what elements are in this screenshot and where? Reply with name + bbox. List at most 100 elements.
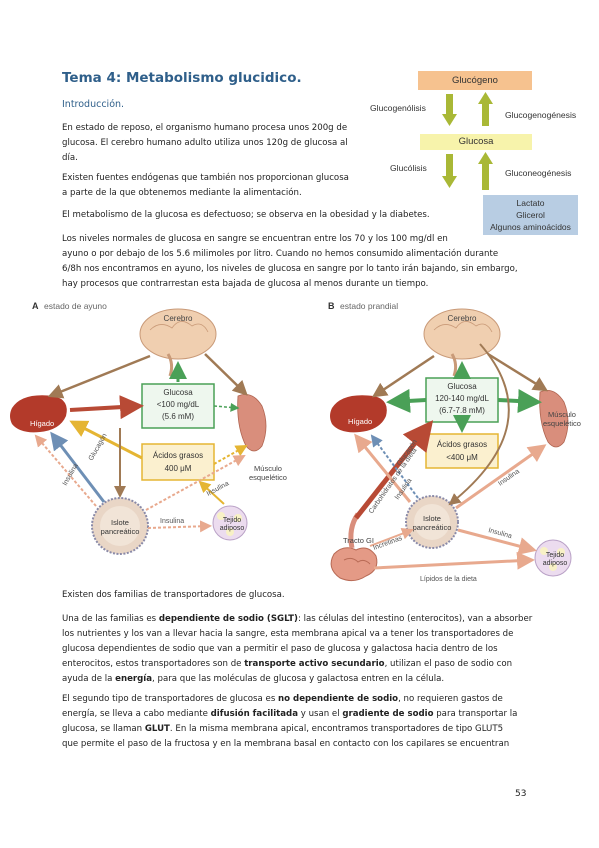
text-line: energía, se lleva a cabo mediante difusi… bbox=[62, 707, 542, 722]
text-run: y usan el bbox=[298, 709, 343, 719]
text-line: ayuno o por debajo de los 5.6 milimoles … bbox=[62, 249, 499, 259]
metabolism-figure: A estado de ayuno Cerebro Hígado Músculo… bbox=[10, 301, 581, 583]
arrow-carbohidratos-b bbox=[354, 420, 434, 520]
arrow-liver-glucose-a bbox=[69, 395, 144, 420]
section-subtitle: Introducción. bbox=[62, 99, 125, 110]
glucose-box-a: Glucosa <100 mg/dL (5.6 mM) bbox=[141, 383, 215, 429]
text-run: enterocitos, estos transportadores son d… bbox=[62, 659, 245, 669]
text-line: enterocitos, estos transportadores son d… bbox=[62, 657, 542, 672]
text-line: hay procesos que contrarrestan esta baja… bbox=[62, 279, 429, 289]
text-line: En estado de reposo, el organismo humano… bbox=[62, 123, 348, 133]
muscle-a: Músculo esquelético bbox=[237, 393, 287, 482]
arrow-glucose-liver-b bbox=[386, 388, 427, 413]
paragraph-glut: El segundo tipo de transportadores de gl… bbox=[62, 692, 542, 752]
text-line: ayuda de la energía, para que las molécu… bbox=[62, 672, 542, 687]
arrow-glucagon-a bbox=[50, 431, 106, 503]
tejido-b-l1: Tejido bbox=[546, 552, 564, 559]
bold-run: transporte activo secundario bbox=[244, 659, 385, 669]
lactato-box: Lactato Glicerol Algunos aminoácidos bbox=[483, 195, 578, 235]
arrow-glucagon-b bbox=[370, 434, 419, 499]
muscle-b: Músculo esquelético bbox=[539, 389, 581, 448]
fatty-a-l2: 400 μM bbox=[165, 464, 192, 473]
arrow-brain-liver-b bbox=[371, 354, 435, 398]
musculo-label-a-1: Músculo bbox=[254, 464, 282, 473]
bold-run: energía bbox=[115, 674, 153, 684]
panel-b: B estado prandial Cerebro Hígado Músculo… bbox=[328, 301, 581, 583]
glucolisis-label: Glucólisis bbox=[390, 163, 427, 173]
text-run: energía, se lleva a cabo mediante bbox=[62, 709, 211, 719]
incretinas-label: Incretinas bbox=[372, 535, 403, 552]
text-run: Una de las familias es bbox=[62, 614, 159, 624]
fatty-a-l1: Ácidos grasos bbox=[153, 451, 203, 460]
arrow-insulin-muscle-a bbox=[145, 455, 246, 511]
text-line: glucosa dependientes de sodio que van a … bbox=[62, 644, 498, 654]
bold-run: dependiente de sodio (SGLT) bbox=[158, 614, 298, 624]
text-line: Existen fuentes endógenas que también no… bbox=[62, 173, 349, 183]
arrow-brain-muscle-a bbox=[204, 353, 248, 396]
tracto-gi-label: Tracto GI bbox=[343, 536, 374, 545]
islote-a-l2: pancreático bbox=[101, 527, 140, 536]
gluconeogenesis-label: Gluconeogénesis bbox=[505, 168, 572, 178]
text-line: 6/8h nos encontramos en ayuno, los nivel… bbox=[62, 264, 518, 274]
text-line: a parte de la que obtenemos mediante la … bbox=[62, 188, 302, 198]
arrow-lipidos-b bbox=[373, 551, 535, 570]
insulina-label-a-3: Insulina bbox=[206, 480, 231, 498]
page-title: Tema 4: Metabolismo glucidico. bbox=[62, 70, 302, 86]
pathway-arrows bbox=[442, 92, 493, 190]
arrow-fatty-muscle-a bbox=[213, 445, 248, 465]
arrow-up-gluconeogenesis bbox=[478, 152, 493, 190]
lipidos-label: Lípidos de la dieta bbox=[420, 576, 477, 583]
glucogenolisis-label: Glucogenólisis bbox=[370, 103, 426, 113]
liver-a: Hígado bbox=[10, 395, 67, 433]
arrow-up-glucogenogenesis bbox=[478, 92, 493, 126]
islote-b-l2: pancreático bbox=[413, 523, 452, 532]
arrow-insulin-adipose-a bbox=[147, 520, 212, 533]
islote-b-l1: Islote bbox=[423, 514, 441, 523]
arrow-insulin-liver-b bbox=[354, 433, 412, 503]
text-run: , utilizan el paso de sodio con bbox=[384, 659, 513, 669]
insulina-label-a-2: Insulina bbox=[160, 518, 184, 525]
bold-run: difusión facilitada bbox=[210, 709, 299, 719]
text-line: que permite el paso de la fructosa y en … bbox=[62, 739, 510, 749]
panel-a: A estado de ayuno Cerebro Hígado Músculo… bbox=[10, 301, 287, 555]
adipose-a: Tejido adiposo bbox=[212, 505, 248, 541]
cerebro-label-a: Cerebro bbox=[164, 314, 193, 323]
arrow-down-glucolisis bbox=[442, 154, 457, 188]
arrow-insulin-liver-a bbox=[34, 434, 97, 507]
lactato-line: Lactato bbox=[516, 198, 545, 208]
text-line: glucosa, se llaman GLUT. En la misma mem… bbox=[62, 722, 542, 737]
cerebro-label-b: Cerebro bbox=[448, 314, 477, 323]
text-line: El segundo tipo de transportadores de gl… bbox=[62, 692, 542, 707]
glucogenogenesis-label: Glucogenogénesis bbox=[505, 110, 577, 120]
glucogeno-box: Glucógeno bbox=[418, 71, 532, 90]
paragraph-niveles: Los niveles normales de glucosa en sangr… bbox=[62, 232, 542, 292]
panel-b-title: estado prandial bbox=[340, 301, 398, 311]
text-run: , para que las moléculas de glucosa y ga… bbox=[152, 674, 445, 684]
arrow-fatty-liver-a bbox=[69, 420, 143, 460]
text-line: El metabolismo de la glucosa es defectuo… bbox=[62, 210, 430, 220]
text-line: Existen dos familias de transportadores … bbox=[62, 590, 285, 600]
arrow-brain-islet-b bbox=[448, 343, 510, 506]
glucose-a-l3: (5.6 mM) bbox=[162, 412, 194, 421]
gi-tract-b: Tracto GI bbox=[330, 512, 378, 582]
musculo-label-b-2: esquelético bbox=[543, 419, 581, 428]
adipose-b: Tejido adiposo bbox=[534, 539, 572, 577]
text-run: , no requieren gastos de bbox=[398, 694, 503, 704]
lactato-line: Algunos aminoácidos bbox=[490, 222, 571, 232]
bold-run: GLUT bbox=[144, 724, 170, 734]
arrow-glucose-muscle-b bbox=[497, 389, 542, 413]
arrow-glucose-muscle-a bbox=[213, 402, 240, 412]
islote-a-l1: Islote bbox=[111, 518, 129, 527]
bold-run: no dependiente de sodio bbox=[278, 694, 399, 704]
text-run: ayuda de la bbox=[62, 674, 116, 684]
glucose-box-b: Glucosa 120-140 mg/dL (6.7-7.8 mM) bbox=[425, 377, 499, 423]
text-line: Una de las familias es dependiente de so… bbox=[62, 612, 542, 627]
tejido-a-l1: Tejido bbox=[223, 517, 241, 524]
lactato-line: Glicerol bbox=[516, 210, 545, 220]
islet-b: Islote pancreático bbox=[405, 495, 459, 549]
tejido-b-l2: adiposo bbox=[543, 560, 568, 567]
fatty-b-l1: Ácidos grasos bbox=[437, 440, 487, 449]
text-line: día. bbox=[62, 153, 78, 163]
page-number: 53 bbox=[515, 789, 527, 799]
liver-b: Hígado bbox=[330, 395, 387, 433]
